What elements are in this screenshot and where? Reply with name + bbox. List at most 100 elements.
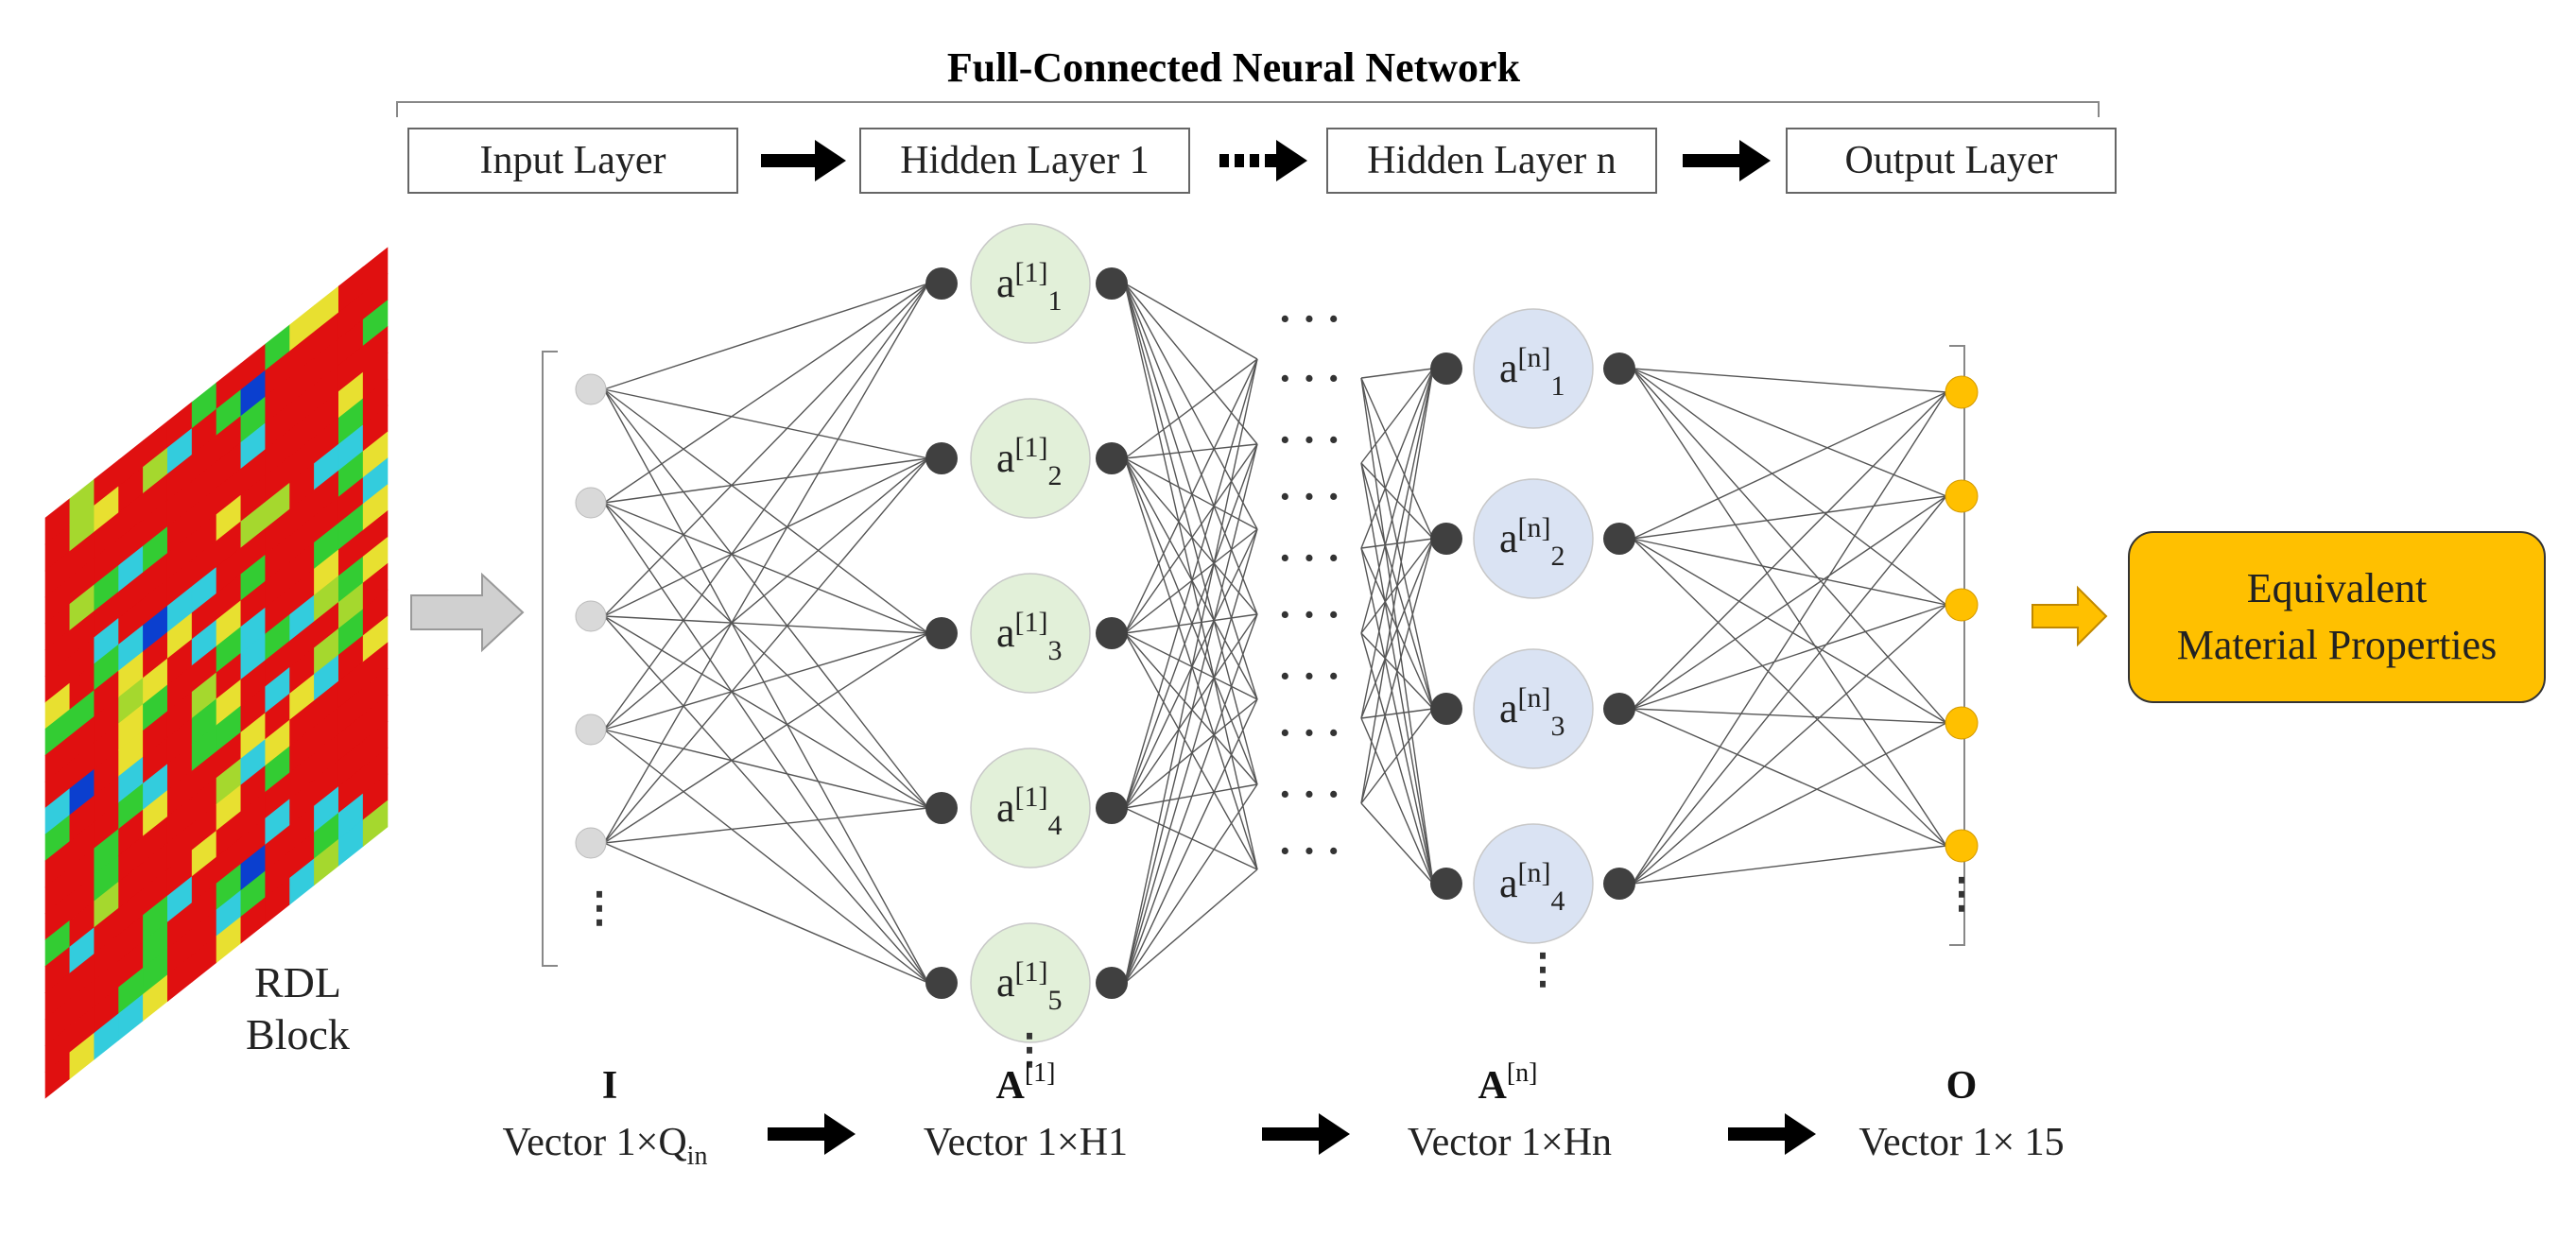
hidden1-node-1 [970, 223, 1091, 344]
edge-hidden1-out [1124, 457, 1258, 615]
layer-header-input: Input Layer [407, 128, 738, 194]
edge-hiddenN-output [1632, 604, 1947, 710]
edge-hidden1-out [1124, 358, 1258, 984]
vector-label-hidden-n: A[n] Vector 1×Hn [1408, 1058, 1612, 1164]
edge-input-hidden1 [603, 632, 929, 731]
edge-input-hidden1 [603, 388, 929, 984]
edge-hiddenN-output [1632, 538, 1947, 724]
edge-hidden1-out [1124, 613, 1258, 634]
between-dots: · · · [1278, 355, 1340, 402]
hidden1-node-1-label: a[1]1 [996, 257, 1063, 317]
edge-hidden1-out [1124, 457, 1258, 700]
hidden1-node-2-in-connector [925, 442, 958, 474]
edge-hiddenN-in [1360, 802, 1434, 885]
output-vertical-dots: ⋮ [1941, 870, 1982, 917]
rdl-block-image [44, 247, 389, 1099]
hidden1-node-4-in-connector [925, 792, 958, 824]
edge-hidden1-out [1124, 632, 1258, 785]
edge-input-hidden1 [603, 502, 929, 809]
edge-input-hidden1 [603, 283, 929, 844]
edge-hiddenN-in [1360, 538, 1434, 719]
edge-hidden1-out [1124, 283, 1258, 615]
between-dots: · · · [1278, 535, 1340, 581]
rdl-to-input-arrow [410, 572, 525, 653]
hidden1-node-3-out-connector [1096, 617, 1128, 649]
edge-input-hidden1 [603, 615, 929, 634]
edge-input-hidden1 [603, 388, 929, 634]
edge-hiddenN-in [1360, 368, 1434, 719]
layer-label-hidden-n: Hidden Layer n [1367, 139, 1616, 182]
title-bracket [396, 101, 2100, 117]
edge-hidden1-out [1124, 358, 1258, 459]
hidden1-node-5 [970, 922, 1091, 1043]
edge-hidden1-out [1124, 443, 1258, 459]
edge-hiddenN-output [1632, 391, 1947, 885]
edge-hiddenN-in [1360, 708, 1434, 804]
edge-hiddenN-in [1360, 368, 1434, 804]
edge-hidden1-out [1124, 457, 1258, 870]
edge-hiddenN-output [1632, 722, 1947, 885]
input-node [575, 827, 607, 859]
edge-hiddenN-output [1632, 391, 1947, 710]
edge-input-hidden1 [603, 632, 929, 844]
between-dots: · · · [1278, 473, 1340, 520]
rdl-cell [362, 800, 389, 848]
hiddenN-node-2-label: a[n]2 [1499, 512, 1565, 572]
hiddenN-node-4-in-connector [1430, 868, 1462, 900]
output-arrow [2031, 585, 2108, 647]
layer-header-output: Output Layer [1786, 128, 2117, 194]
hiddenN-node-1 [1473, 308, 1594, 429]
between-layer-dots: · · ·· · ·· · ·· · ·· · ·· · ·· · ·· · ·… [1278, 296, 1340, 874]
hidden1-node-3-label: a[1]3 [996, 607, 1063, 666]
hidden1-node-2-out-connector [1096, 442, 1128, 474]
bottom-arrow-3 [1728, 1113, 1816, 1155]
edge-hiddenN-output [1632, 368, 1947, 724]
hidden1-node-3 [970, 573, 1091, 694]
input-bracket [542, 351, 558, 967]
edge-hidden1-out [1124, 283, 1258, 530]
edge-hiddenN-output [1632, 538, 1947, 606]
edge-hiddenN-in [1360, 547, 1434, 885]
hiddenN-node-3 [1473, 648, 1594, 769]
input-node [575, 600, 607, 632]
vector-symbol-hidden-n: A[n] [1478, 1058, 1538, 1108]
header-arrow-1 [761, 140, 846, 181]
vector-label-output: O Vector 1× 15 [1859, 1064, 2064, 1164]
hidden1-node-2 [970, 398, 1091, 519]
edge-hidden1-out [1124, 283, 1258, 360]
edge-hidden1-out [1124, 632, 1258, 700]
edge-hidden1-out [1124, 528, 1258, 984]
between-dots: · · · [1278, 710, 1340, 756]
layer-label-output: Output Layer [1844, 139, 2057, 182]
bottom-arrow-2 [1262, 1113, 1350, 1155]
edge-input-hidden1 [603, 615, 929, 809]
edge-hidden1-out [1124, 283, 1258, 785]
hidden1-vertical-dots: ⋮ [1009, 1026, 1050, 1073]
edge-hidden1-out [1124, 457, 1258, 785]
edge-hiddenN-in [1360, 708, 1434, 719]
header-arrow-dashed [1219, 140, 1307, 181]
rdl-label-line1: RDL [254, 958, 341, 1006]
header-arrow-3 [1683, 140, 1771, 181]
edge-hiddenN-in [1360, 717, 1434, 885]
edge-hiddenN-in [1360, 538, 1434, 804]
hiddenN-node-2-in-connector [1430, 523, 1462, 555]
edge-hiddenN-output [1632, 368, 1947, 606]
layer-header-hidden-1: Hidden Layer 1 [859, 128, 1190, 194]
layer-label-hidden-1: Hidden Layer 1 [900, 139, 1150, 182]
edge-hiddenN-output [1632, 708, 1947, 847]
edge-hidden1-out [1124, 443, 1258, 634]
layer-header-hidden-n: Hidden Layer n [1326, 128, 1657, 194]
vector-text-hidden-1: Vector 1×H1 [924, 1121, 1128, 1164]
edge-hiddenN-output [1632, 368, 1947, 497]
edge-input-hidden1 [603, 615, 929, 984]
between-dots: · · · [1278, 296, 1340, 342]
edge-hidden1-out [1124, 868, 1258, 984]
vector-symbol-hidden-1: A[1] [996, 1058, 1056, 1108]
edge-hiddenN-output [1632, 368, 1947, 847]
edge-input-hidden1 [603, 457, 929, 617]
edge-input-hidden1 [603, 457, 929, 504]
edge-hidden1-out [1124, 698, 1258, 984]
hiddenN-vertical-dots: ⋮ [1522, 946, 1564, 992]
edge-hiddenN-output [1632, 845, 1947, 885]
